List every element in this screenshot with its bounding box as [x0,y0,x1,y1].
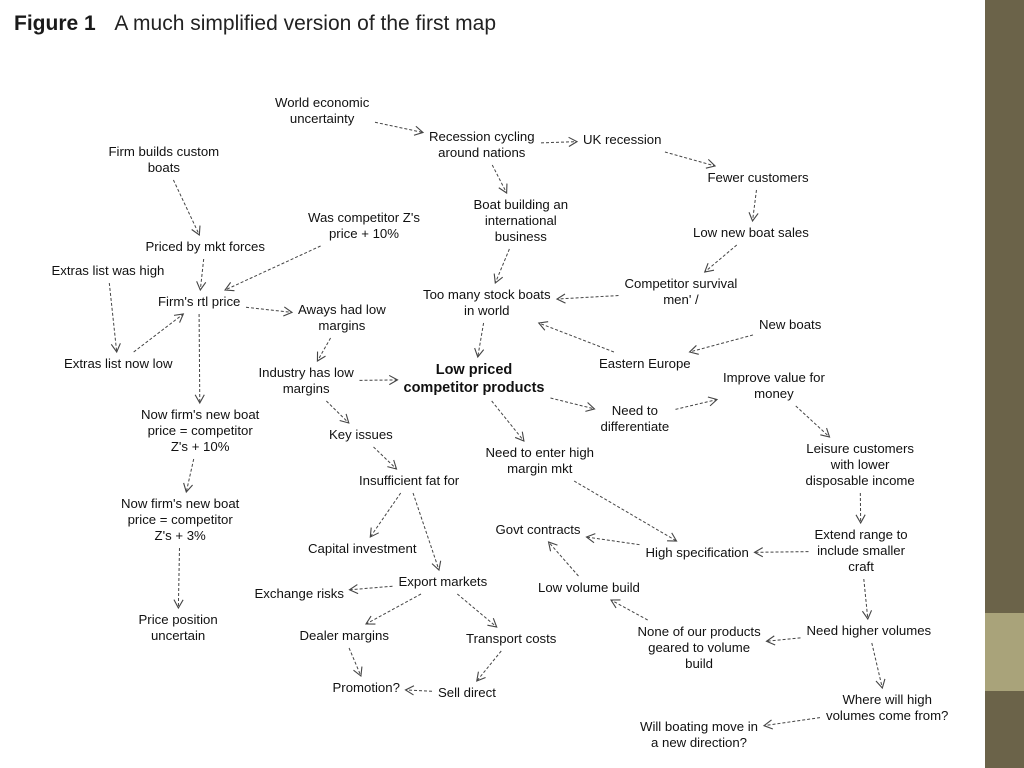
arrow-export-markets-to-exchange-risks [348,584,393,595]
arrow-extras-list-now-low-to-firms-rtl-price [133,313,185,353]
arrow-recession-cycling-to-uk-recession [540,136,579,147]
concept-node-low-new-boat-sales: Low new boat sales [693,225,809,240]
arrow-competitor-z-price-to-firms-rtl-price [224,245,321,292]
arrow-high-specification-to-govt-contracts [585,533,640,546]
arrow-boat-building-international-to-too-many-stock-boats [493,248,510,285]
arrow-firm-builds-custom-boats-to-priced-by-mkt-forces [172,179,201,237]
concept-node-key-issues: Key issues [329,427,393,442]
concept-node-export-markets: Export markets [398,574,488,589]
arrow-firms-rtl-price-to-now-price-plus-10 [194,313,205,405]
arrow-low-volume-build-to-govt-contracts [547,541,579,577]
arrow-extend-range-to-need-higher-volumes [861,578,873,621]
arrow-low-new-boat-sales-to-competitor-survival [703,244,738,273]
arrow-too-many-stock-boats-to-low-priced-competitor-products [474,322,485,359]
concept-node-extras-list-was-high: Extras list was high [51,263,165,278]
arrow-competitor-survival-to-too-many-stock-boats [555,293,619,304]
concept-node-exchange-risks: Exchange risks [254,586,344,601]
concept-node-govt-contracts: Govt contracts [495,522,581,537]
arrow-eastern-europe-to-too-many-stock-boats [537,321,615,353]
arrow-need-higher-volumes-to-none-geared-volume [765,635,801,646]
arrow-export-markets-to-transport-costs [456,593,498,628]
arrow-firms-rtl-price-to-always-had-low-margins [245,306,294,317]
concept-node-sell-direct: Sell direct [438,685,496,700]
arrow-dealer-margins-to-promotion [348,647,363,678]
cognitive-map-arrows [108,121,886,730]
concept-node-transport-costs: Transport costs [466,631,557,646]
concept-node-new-boats: New boats [759,317,822,332]
concept-node-promotion: Promotion? [332,680,400,695]
arrow-priced-by-mkt-forces-to-firms-rtl-price [196,258,207,292]
arrow-world-economic-uncertainty-to-recession-cycling [374,121,425,136]
arrow-improve-value-to-leisure-customers [795,405,831,438]
arrow-extras-list-was-high-to-extras-list-now-low [108,282,121,354]
arrow-low-priced-competitor-products-to-need-enter-high-margin [491,400,525,442]
arrow-transport-costs-to-sell-direct [476,650,502,682]
concept-node-need-higher-volumes: Need higher volumes [806,623,932,638]
arrow-export-markets-to-dealer-margins [365,593,422,625]
arrow-need-enter-high-margin-to-high-specification [573,480,678,542]
arrow-extend-range-to-high-specification [753,547,809,558]
concept-node-low-volume-build: Low volume build [538,580,640,595]
concept-node-high-specification: High specification [645,545,749,560]
concept-node-firms-rtl-price: Firm's rtl price [158,294,241,309]
arrow-insufficient-fat-to-capital-investment [369,492,402,538]
concept-node-insufficient-fat: Insufficient fat for [359,473,460,488]
figure-label: Figure 1 [14,12,96,35]
concept-node-capital-investment: Capital investment [308,541,417,556]
arrow-now-price-plus-10-to-now-price-plus-3 [183,458,195,494]
arrow-fewer-customers-to-low-new-boat-sales [748,189,759,223]
arrow-key-issues-to-insufficient-fat [373,446,398,470]
arrow-insufficient-fat-to-export-markets [412,492,442,572]
arrow-need-higher-volumes-to-where-high-volumes [871,642,886,690]
arrow-uk-recession-to-fewer-customers [664,151,717,169]
arrow-recession-cycling-to-boat-building-international [491,164,508,195]
concept-node-fewer-customers: Fewer customers [707,170,809,185]
arrow-now-price-plus-3-to-price-position-uncertain [173,547,184,610]
arrow-low-priced-competitor-products-to-need-to-differentiate [550,397,596,412]
arrow-where-high-volumes-to-boating-new-direction [762,717,821,730]
arrow-always-had-low-margins-to-industry-low-margins [316,337,332,362]
concept-node-dealer-margins: Dealer margins [299,628,389,643]
concept-node-extras-list-now-low: Extras list now low [64,356,173,371]
concept-node-uk-recession: UK recession [583,132,662,147]
concept-node-eastern-europe: Eastern Europe [599,356,691,371]
concept-node-priced-by-mkt-forces: Priced by mkt forces [145,239,265,254]
figure-caption: A much simplified version of the first m… [114,12,497,35]
arrow-sell-direct-to-promotion [404,685,433,696]
arrow-new-boats-to-eastern-europe [688,334,754,355]
arrow-industry-low-margins-to-key-issues [326,400,350,424]
side-decoration-bar [985,0,1024,768]
arrow-need-to-differentiate-to-improve-value [675,396,719,410]
figure-heading: Figure 1 A much simplified version of th… [14,12,496,36]
side-decoration-band [985,613,1024,691]
arrow-none-geared-volume-to-low-volume-build [610,599,648,621]
